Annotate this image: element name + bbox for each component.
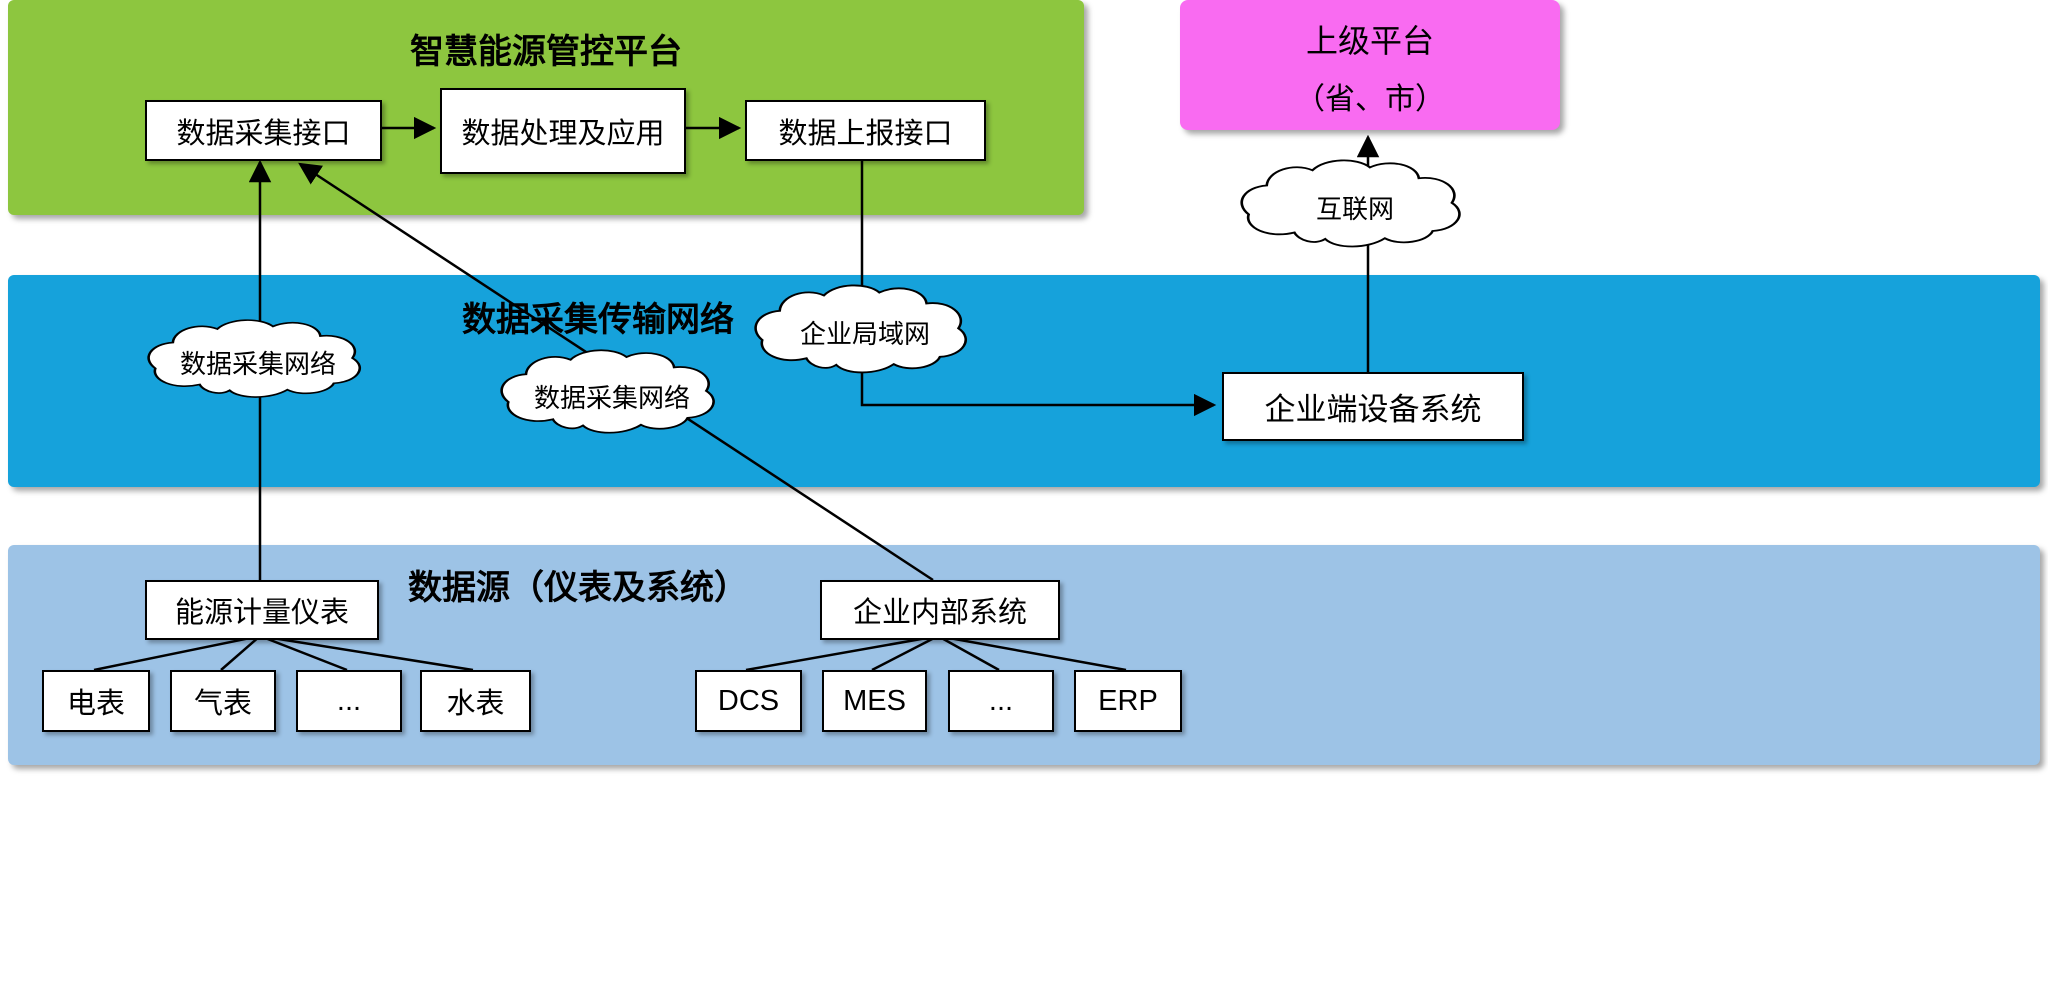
data-collect-interface-box: 数据采集接口	[145, 100, 382, 161]
connector-meter-more	[259, 634, 348, 672]
cloud-collect-left-label: 数据采集网络	[179, 349, 336, 379]
superior-platform-subtitle: （省、市）	[1295, 83, 1445, 116]
energy-meter-group-box: 能源计量仪表	[145, 580, 379, 640]
cloud-lan-label: 企业局域网	[799, 319, 930, 349]
connector-system-more	[937, 634, 1000, 672]
connector-system-erp	[937, 634, 1127, 672]
system-box-mes: MES	[822, 670, 927, 732]
system-box-erp: ERP	[1074, 670, 1182, 732]
cloud-collect-mid-label: 数据采集网络	[533, 383, 690, 413]
superior-platform-box	[1180, 0, 1560, 130]
connector-meter-dianbiao	[93, 634, 261, 672]
network-title: 数据采集传输网络	[462, 301, 734, 339]
data-report-interface-box: 数据上报接口	[745, 100, 986, 161]
cloud-internet-label: 互联网	[1315, 194, 1394, 224]
platform-title: 智慧能源管控平台	[410, 33, 682, 71]
system-box-dcs: DCS	[695, 670, 802, 732]
connector-system-mes	[871, 634, 939, 672]
connector-meter-qibiao	[220, 635, 261, 671]
meter-box-more: ...	[296, 670, 402, 732]
enterprise-internal-system-box: 企业内部系统	[820, 580, 1060, 640]
data-process-application-box: 数据处理及应用	[440, 88, 686, 174]
connector-report-to-device	[860, 157, 1217, 417]
source-title: 数据源（仪表及系统）	[408, 569, 748, 607]
connector-system-dcs	[745, 634, 939, 672]
meter-box-gas: 气表	[170, 670, 276, 732]
enterprise-device-system-box: 企业端设备系统	[1222, 372, 1524, 441]
system-box-more: ...	[948, 670, 1054, 732]
meter-box-electric: 电表	[42, 670, 150, 732]
connector-meter-shuibiao	[259, 634, 474, 672]
meter-box-water: 水表	[420, 670, 531, 732]
superior-platform-title: 上级平台	[1305, 23, 1434, 59]
